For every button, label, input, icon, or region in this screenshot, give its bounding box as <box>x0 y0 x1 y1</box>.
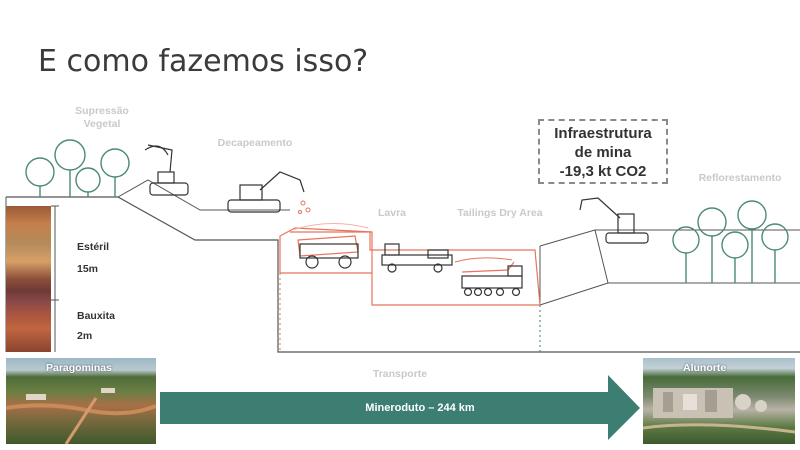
tailings-truck-icon <box>461 261 523 297</box>
infrastructure-box: Infraestrutura de mina -19,3 kt CO2 <box>538 119 668 184</box>
tailings-area <box>371 249 541 306</box>
trees-right-icon <box>672 200 789 283</box>
dump-truck-icon <box>297 235 359 269</box>
stage-label-reflorestamento: Reflorestamento <box>698 172 782 184</box>
layer-depth-esteril: 15m <box>77 263 99 275</box>
soil-strata-image <box>6 206 51 352</box>
layer-depth-bauxita: 2m <box>77 330 93 342</box>
destination-label: Alunorte <box>683 362 727 374</box>
layer-label-esteril: Estéril <box>77 241 110 253</box>
terrain-profile <box>6 196 800 353</box>
dirt-particles-icon <box>298 200 311 214</box>
alunorte-photo-detail <box>643 388 795 434</box>
pipeline-label: Mineroduto – 244 km <box>365 402 475 414</box>
infra-line-2: de mina <box>574 144 632 161</box>
excavator-icon <box>579 197 649 244</box>
trees-left-icon <box>25 139 130 197</box>
alunorte-photo: Alunorte <box>643 358 795 444</box>
stage-label-decapeamento: Decapeamento <box>217 137 293 149</box>
infra-line-3: -19,3 kt CO2 <box>559 163 647 180</box>
stage-label-supressao: Supressão Vegetal <box>62 105 142 131</box>
tree-cutter-icon <box>144 144 189 196</box>
paragominas-photo-detail <box>6 388 156 444</box>
mining-truck-icon <box>381 243 453 273</box>
terrain-slope-upper <box>117 179 290 211</box>
infra-line-1: Infraestrutura <box>554 125 652 142</box>
paragominas-photo: Paragominas <box>6 358 156 444</box>
mining-pit-lavra <box>290 231 455 251</box>
stage-label-tailings: Tailings Dry Area <box>457 207 543 219</box>
pipeline-arrow <box>160 375 640 440</box>
reforest-terrain <box>539 229 800 247</box>
layer-label-bauxita: Bauxita <box>77 310 115 322</box>
stage-label-transporte: Transporte <box>372 368 428 380</box>
page-title: E como fazemos isso? <box>38 44 369 80</box>
bulldozer-icon <box>227 171 305 213</box>
origin-label: Paragominas <box>46 362 112 374</box>
stage-label-lavra: Lavra <box>377 207 407 219</box>
stage-text: Supressão Vegetal <box>75 105 129 130</box>
